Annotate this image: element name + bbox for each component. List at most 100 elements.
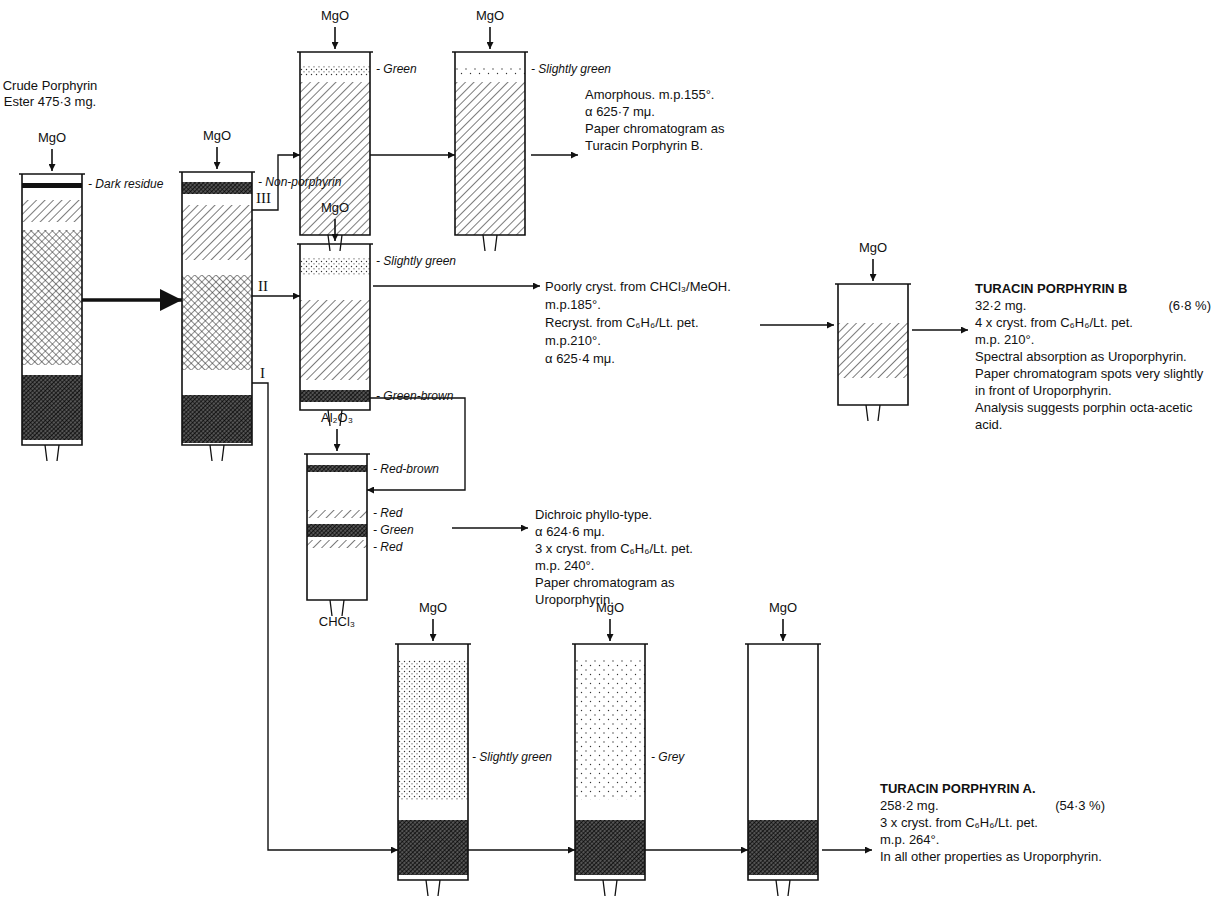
fraction-number: III — [254, 190, 273, 206]
column-band — [398, 660, 468, 800]
note-text: Dichroic phyllo-type. — [535, 506, 652, 523]
column-drawing — [300, 250, 370, 410]
adsorbent-arrow — [336, 429, 338, 451]
note-text: 258·2 mg. — [880, 797, 939, 814]
adsorbent-label: MgO — [203, 128, 231, 143]
adsorbent-label: MgO — [321, 8, 349, 23]
note-text: m.p. 240°. — [535, 557, 594, 574]
note-text: 3 x cryst. from C₆H₆/Lt. pet. — [880, 814, 1038, 831]
note-text: (54·3 %) — [1055, 797, 1105, 814]
note-row: m.p. 210°. — [975, 331, 1211, 348]
adsorbent-label: Al₂O₃ — [321, 410, 353, 425]
fraction-arrow — [252, 295, 300, 296]
column-band — [300, 300, 370, 380]
column-drawing — [182, 178, 252, 445]
note-block: Dichroic phyllo-type.α 624·6 mμ.3 x crys… — [535, 506, 745, 608]
column-band — [300, 390, 370, 402]
fraction-arrow — [367, 398, 465, 490]
fraction-arrow — [645, 849, 748, 850]
column-band — [838, 323, 908, 378]
column-band — [182, 182, 252, 194]
column: Al₂O₃- Red-brown- Red- Green- RedCHCl₃ — [307, 460, 367, 600]
result-arrow — [452, 527, 528, 528]
note-row: Amorphous. m.p.155°. — [585, 86, 745, 103]
band-label: - Red-brown — [373, 462, 439, 476]
note-text: (6·8 %) — [1168, 297, 1211, 314]
result-title: TURACIN PORPHYRIN B — [975, 280, 1127, 297]
adsorbent-arrow — [872, 259, 874, 281]
column-outlet — [210, 445, 224, 461]
note-row: 258·2 mg. (54·3 %) — [880, 797, 1105, 814]
adsorbent-label: CHCl₃ — [319, 614, 355, 629]
column-band — [307, 524, 367, 537]
column-outlet — [45, 445, 59, 461]
note-text: Amorphous. m.p.155°. — [585, 86, 715, 103]
result-arrow — [373, 285, 540, 286]
column-outline — [398, 644, 468, 880]
result-arrow — [531, 154, 578, 155]
column-drawing — [455, 58, 525, 235]
note-text: m.p.185°. — [545, 296, 601, 314]
note-text: 4 x cryst. from C₆H₆/Lt. pet. — [975, 314, 1133, 331]
adsorbent-arrow — [334, 27, 336, 49]
column-band — [22, 183, 82, 188]
note-row: Crude Porphyrin Ester 475·3 mg. — [0, 78, 100, 110]
column-outlet — [483, 235, 497, 251]
column-band — [748, 820, 818, 875]
note-row: m.p.185°. — [545, 296, 745, 314]
column-outline — [300, 52, 370, 235]
column-outline — [182, 172, 252, 445]
column: MgO- Slightly green — [455, 58, 525, 235]
column-band — [182, 275, 252, 370]
column-outlet — [776, 880, 790, 896]
note-text: m.p.210°. — [545, 332, 601, 350]
column-band — [307, 465, 367, 472]
column-drawing — [307, 460, 367, 600]
column-outline — [22, 174, 82, 445]
column: MgO — [748, 650, 818, 880]
fraction-number: I — [258, 365, 267, 381]
column-rim — [304, 453, 370, 455]
column-band — [398, 820, 468, 875]
adsorbent-arrow — [609, 619, 611, 641]
column-drawing — [838, 290, 908, 405]
band-label: - Red — [373, 506, 402, 520]
result-arrow — [912, 329, 968, 330]
note-text: Spectral absorption as Uroporphyrin. — [975, 348, 1187, 365]
column-band — [22, 230, 82, 365]
column-rim — [297, 243, 373, 245]
column-band — [300, 258, 370, 275]
note-text: Paper chromatogram as Uroporphyrin. — [535, 574, 745, 608]
result-arrow — [760, 324, 834, 325]
column-outline — [307, 454, 367, 600]
column-drawing — [22, 180, 82, 445]
column-band — [575, 820, 645, 875]
adsorbent-arrow — [334, 219, 336, 241]
fraction-arrow — [468, 849, 575, 850]
note-row: TURACIN PORPHYRIN A. — [880, 780, 1105, 797]
note-block: TURACIN PORPHYRIN B32·2 mg. (6·8 %) 4 x cr… — [975, 280, 1211, 433]
note-text: 32·2 mg. — [975, 297, 1026, 314]
adsorbent-label: MgO — [321, 200, 349, 215]
adsorbent-label: MgO — [859, 240, 887, 255]
band-label: - Slightly green — [472, 750, 552, 764]
column-rim — [395, 643, 471, 645]
column-band — [182, 205, 252, 260]
column-rim — [835, 283, 911, 285]
column-drawing — [575, 650, 645, 880]
column-band — [455, 82, 525, 235]
adsorbent-label: MgO — [38, 130, 66, 145]
fraction-arrow — [82, 298, 182, 302]
adsorbent-label: MgO — [419, 600, 447, 615]
column-outlet — [603, 880, 617, 896]
note-row: m.p.210°. — [545, 332, 745, 350]
column-outline — [748, 644, 818, 880]
column-band — [455, 66, 525, 76]
note-text: α 625·7 mμ. — [585, 103, 655, 120]
note-row: α 625·7 mμ. — [585, 103, 745, 120]
note-block: Poorly cryst. from CHCl₃/MeOH.m.p.185°.R… — [545, 278, 745, 368]
note-row: Paper chromatogram as Uroporphyrin. — [535, 574, 745, 608]
column-band — [307, 510, 367, 518]
column: MgO- Slightly green — [398, 650, 468, 880]
note-text: Analysis suggests porphin octa-acetic ac… — [975, 399, 1211, 433]
